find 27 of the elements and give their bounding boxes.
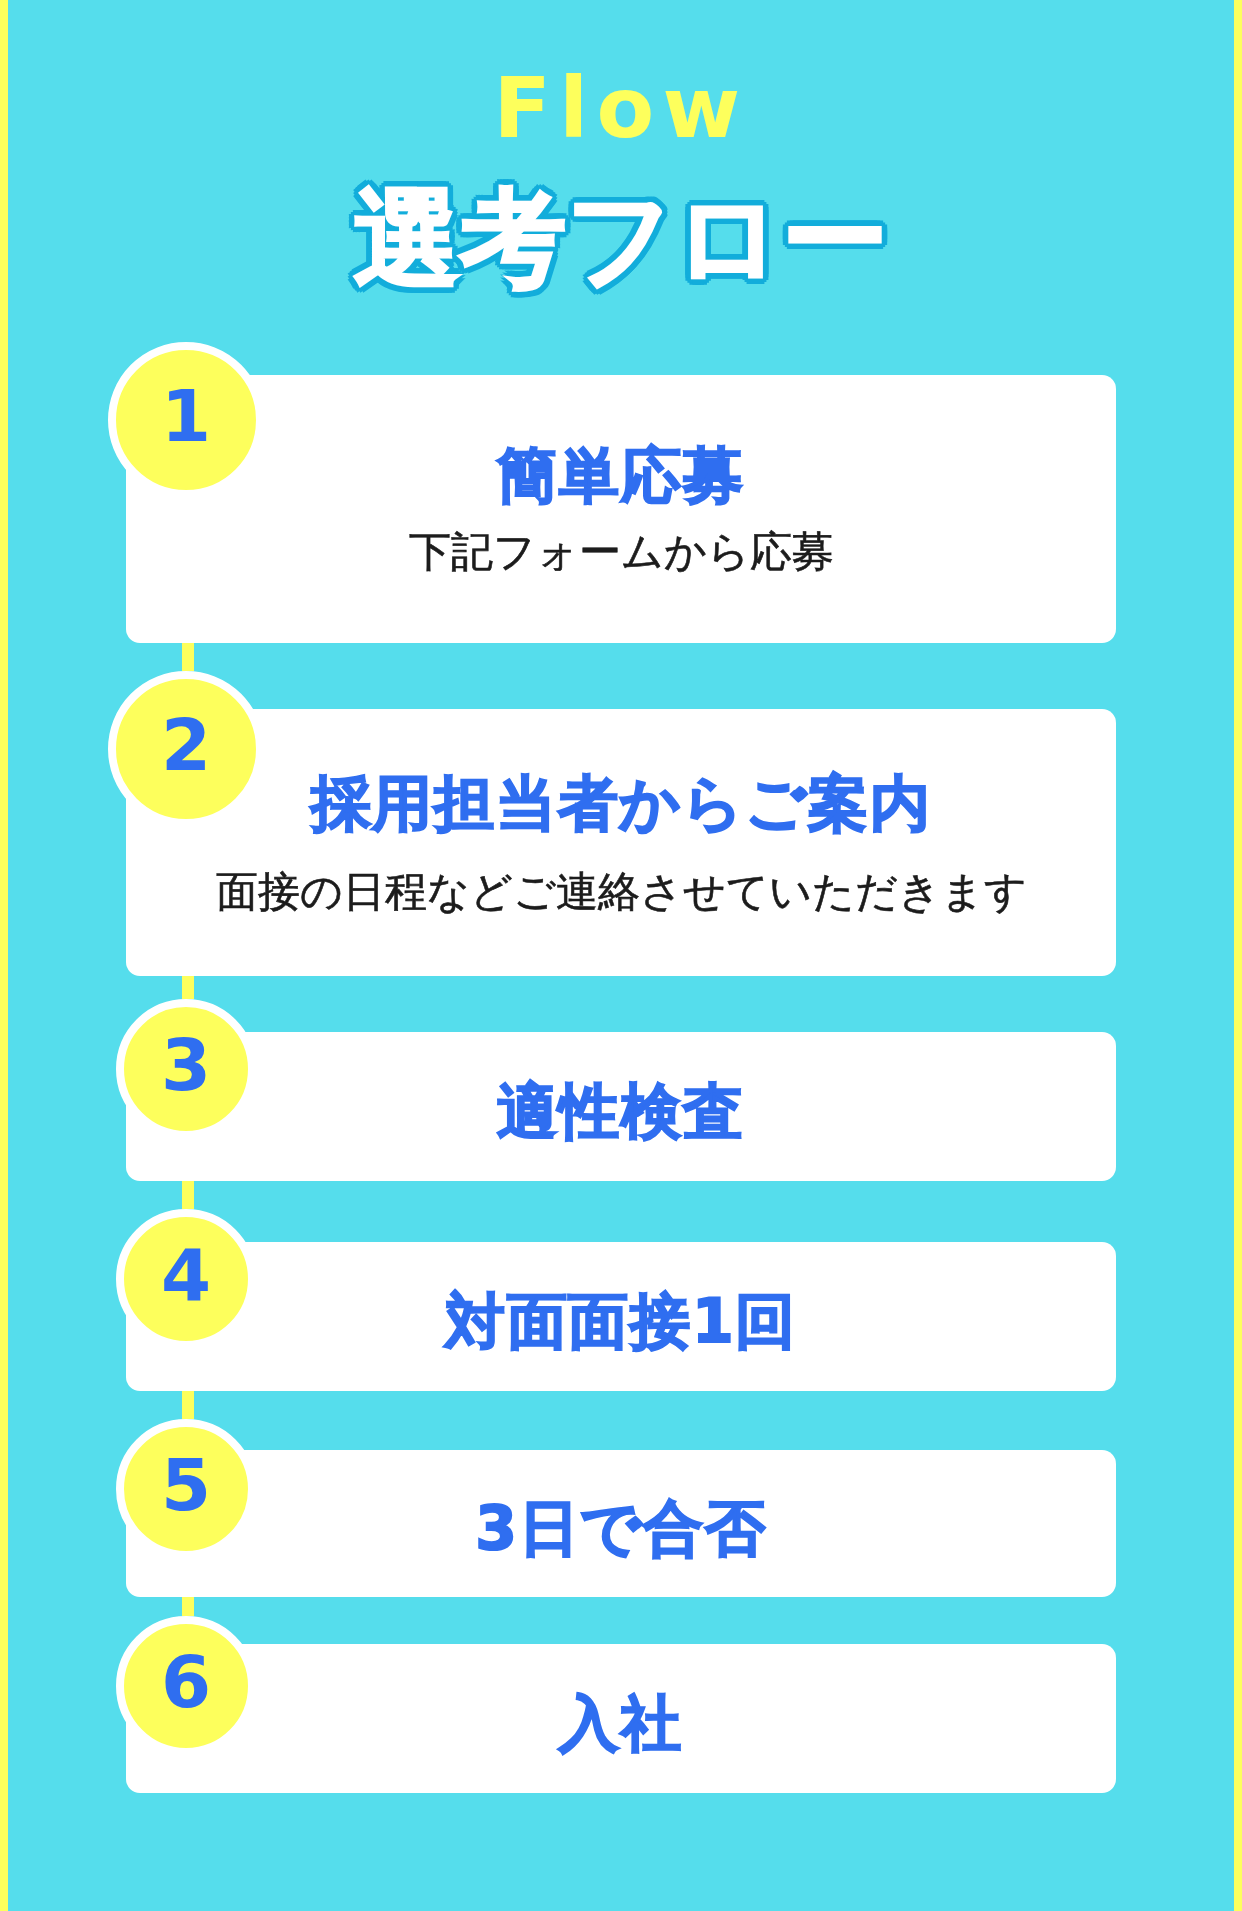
step-card	[126, 709, 1116, 976]
step-title: 入社	[559, 1687, 683, 1760]
section-label: Flow	[493, 66, 749, 150]
step-number: 3	[160, 1029, 212, 1101]
step-description: 下記フォームから応募	[408, 526, 834, 579]
connector-line	[182, 1391, 194, 1419]
step-title: 3日で合否	[475, 1492, 767, 1565]
page-title: 選考フロー	[354, 186, 888, 292]
step-number: 5	[160, 1449, 212, 1521]
step-title: 適性検査	[497, 1075, 745, 1148]
connector-line	[182, 643, 194, 671]
step-title: 採用担当者からご案内	[310, 766, 932, 840]
connector-line	[182, 1181, 194, 1209]
connector-line	[182, 976, 194, 999]
step-number: 2	[160, 709, 212, 781]
step-card	[126, 1450, 1116, 1597]
step-title: 対面面接1回	[444, 1285, 798, 1358]
step-card	[126, 1644, 1116, 1793]
step-number: 6	[160, 1646, 212, 1718]
step-card	[126, 1032, 1116, 1181]
step-title: 簡単応募	[497, 439, 745, 513]
step-number: 4	[160, 1239, 212, 1311]
step-card	[126, 375, 1116, 643]
step-card	[126, 1242, 1116, 1391]
connector-line	[182, 1597, 194, 1616]
step-number: 1	[160, 380, 212, 452]
step-description: 面接の日程などご連絡させていただきます	[215, 865, 1027, 918]
